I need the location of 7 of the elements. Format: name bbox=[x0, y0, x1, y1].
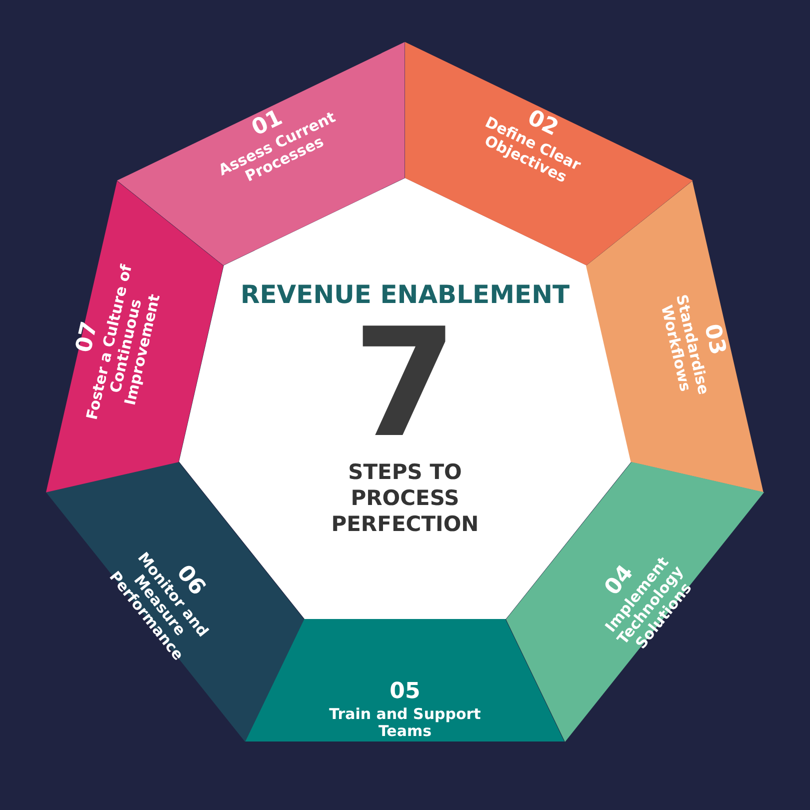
step-number: 03 bbox=[699, 322, 731, 357]
step-number: 07 bbox=[71, 320, 102, 356]
heading-label: REVENUE ENABLEMENT bbox=[240, 280, 570, 309]
big-number: 7 bbox=[352, 309, 458, 459]
step-label: Train and Support Teams bbox=[328, 706, 482, 740]
subtitle: STEPS TO PROCESS PERFECTION bbox=[330, 459, 480, 537]
step-number: 05 bbox=[390, 679, 420, 704]
